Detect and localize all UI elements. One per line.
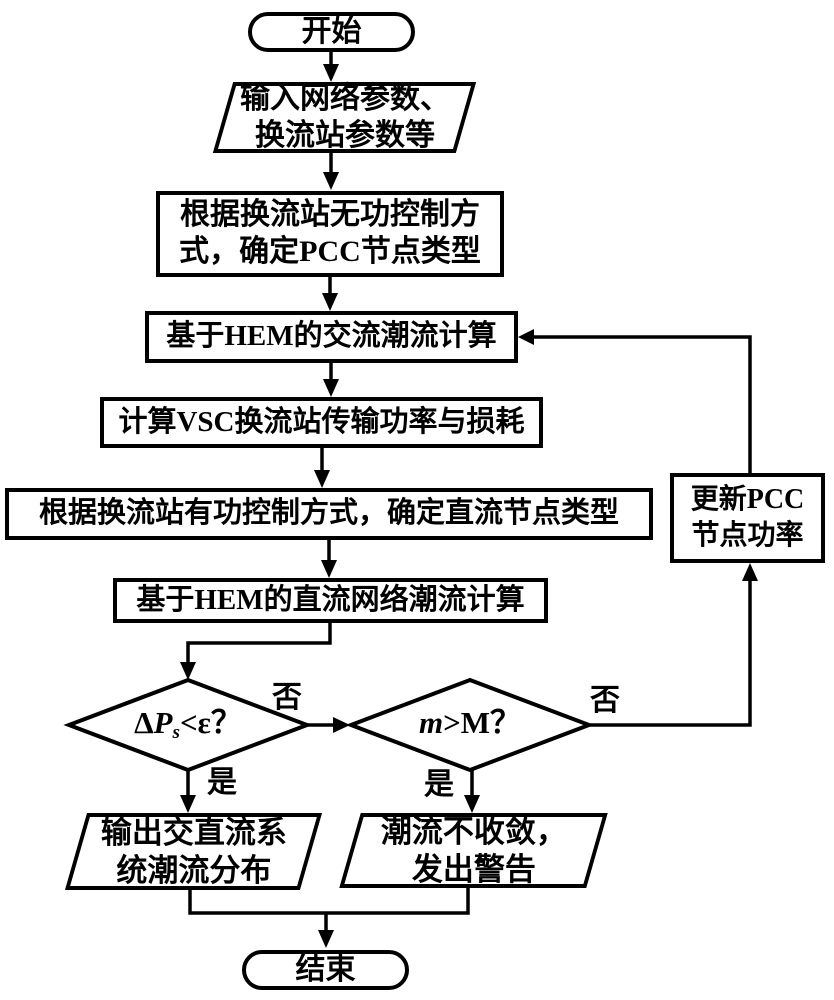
- arrowhead-vsc-power-to-dc-type: [314, 470, 330, 488]
- warning-line2: 发出警告: [411, 851, 536, 887]
- output-results-line2: 统潮流分布: [116, 852, 271, 888]
- update-pcc-power-node: 更新PCC 节点功率: [670, 473, 825, 563]
- output-results-text: 输出交直流系 统潮流分布: [101, 814, 287, 890]
- update-pcc-line2: 节点功率: [691, 520, 804, 551]
- branch-label-no-1: 否: [272, 681, 302, 714]
- arrowhead-dc-flow-to-conv-check: [180, 662, 196, 680]
- start-node: 开始: [248, 12, 415, 52]
- determine-dc-node-type-node: 根据换流站有功控制方式，确定直流节点类型: [5, 488, 653, 540]
- connector-merge-line: [188, 886, 470, 915]
- decision-iteration-diamond: [345, 677, 595, 773]
- arrowhead-ac-flow-to-vsc-power: [323, 379, 339, 397]
- warning-text: 潮流不收敛， 发出警告: [381, 813, 567, 889]
- connector-dc-flow-to-conv-check: [186, 621, 332, 666]
- input-parameters-text: 输入网络参数、 换流站参数等: [240, 81, 450, 154]
- determine-pcc-line1: 根据换流站无功控制方: [180, 198, 480, 232]
- dc-power-flow-label: 基于HEM的直流网络潮流计算: [136, 583, 525, 616]
- branch-label-yes-2: 是: [424, 768, 454, 801]
- arrowhead-pcc-type-to-ac-flow: [322, 293, 338, 311]
- connector-iter-check-to-update-pcc: [585, 579, 752, 727]
- branch-label-yes-1: 是: [207, 766, 237, 799]
- ac-power-flow-node: 基于HEM的交流潮流计算: [145, 311, 518, 363]
- connector-update-pcc-to-ac-flow: [532, 335, 752, 475]
- convergence-condition-text: ΔPs<ε？: [88, 707, 288, 742]
- arrowhead-iter-check-to-warning: [464, 795, 480, 813]
- arrowhead-into-ac-flow: [518, 329, 534, 345]
- arrowheads: [180, 64, 758, 948]
- iteration-comparison: >M？: [443, 705, 522, 740]
- arrowhead-start-to-input: [323, 64, 339, 82]
- ac-power-flow-label: 基于HEM的交流潮流计算: [166, 320, 497, 353]
- convergence-comparison: <ε？: [179, 705, 242, 740]
- power-mismatch-variable: P: [153, 705, 173, 740]
- output-results-line1: 输出交直流系: [100, 814, 287, 850]
- vsc-power-loss-node: 计算VSC换流站传输功率与损耗: [100, 397, 543, 448]
- input-parameters-line1: 输入网络参数、: [239, 81, 450, 115]
- arrowhead-conv-check-to-iter-check: [333, 717, 350, 733]
- warning-node: 潮流不收敛， 发出警告: [339, 813, 608, 888]
- arrowhead-conv-check-to-output: [180, 795, 196, 813]
- branch-label-no-2: 否: [590, 684, 620, 717]
- delta-symbol: Δ: [134, 705, 154, 740]
- input-parameters-line2: 换流站参数等: [254, 118, 435, 152]
- start-label: 开始: [301, 14, 362, 48]
- arrowhead-into-update-pcc: [742, 563, 758, 581]
- arrowhead-input-to-pcc-type: [323, 172, 339, 190]
- connectors: [186, 50, 752, 932]
- end-node: 结束: [242, 950, 409, 990]
- decision-convergence-diamond: [63, 677, 313, 773]
- dc-power-flow-node: 基于HEM的直流网络潮流计算: [113, 578, 548, 623]
- determine-pcc-node-type-node: 根据换流站无功控制方 式，确定PCC节点类型: [156, 191, 504, 277]
- determine-pcc-line2: 式，确定PCC节点类型: [179, 235, 481, 268]
- output-results-node: 输出交直流系 统潮流分布: [64, 813, 323, 890]
- determine-dc-label: 根据换流站有功控制方式，确定直流节点类型: [38, 497, 619, 530]
- power-mismatch-subscript: s: [172, 721, 180, 743]
- end-label: 结束: [295, 952, 356, 986]
- arrowhead-merge-to-end: [318, 930, 334, 948]
- arrowhead-dc-type-to-dc-flow: [321, 560, 337, 578]
- input-parameters-node: 输入网络参数、 换流站参数等: [212, 81, 477, 154]
- iteration-condition-text: m>M？: [370, 707, 570, 738]
- update-pcc-line1: 更新PCC: [690, 483, 805, 515]
- warning-line1: 潮流不收敛，: [380, 813, 567, 849]
- iteration-variable: m: [418, 705, 444, 740]
- vsc-power-loss-label: 计算VSC换流站传输功率与损耗: [118, 405, 525, 438]
